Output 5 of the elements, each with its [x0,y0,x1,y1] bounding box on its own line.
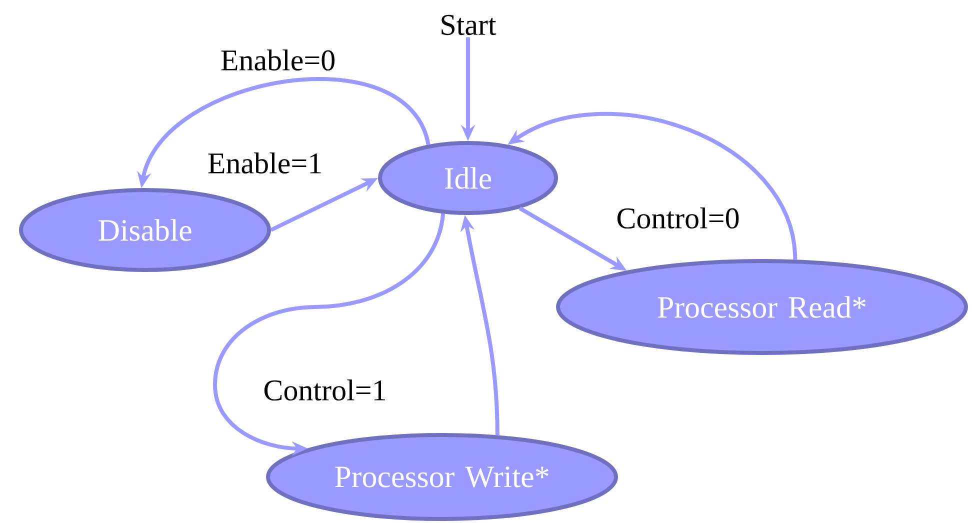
edge-label: Enable=0 [219,48,337,72]
edge-label: Control=0 [615,206,741,230]
edge-label: Control=1 [262,378,388,402]
start-label: Start [442,14,496,36]
edge-label: Enable=1 [206,151,324,175]
